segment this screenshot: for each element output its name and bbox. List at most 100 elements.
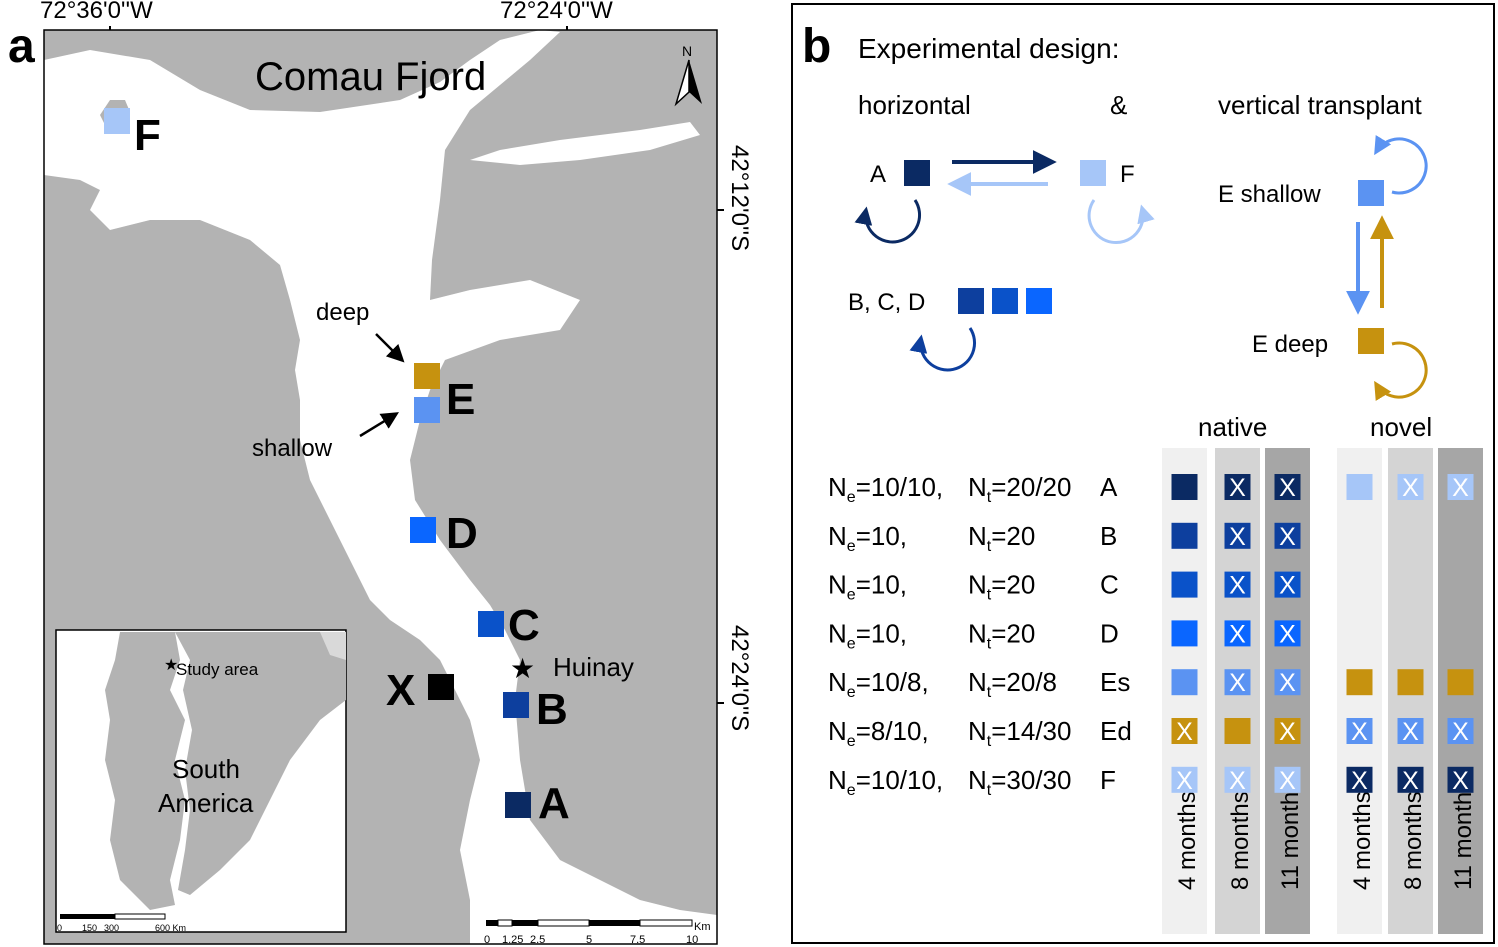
panel-b-frame [791,3,1495,944]
inset-scale-3: 600 Km [155,923,186,933]
inset-scale-2: 300 [104,923,119,933]
cell-x-mark: X [1402,767,1419,795]
deep-label: deep [316,299,369,326]
site-Ed-marker [414,363,440,389]
amp-label: & [1110,90,1127,120]
site-C-marker [478,611,504,637]
es-loop-arrow [1374,135,1428,195]
diag-ed-label: E deep [1252,331,1328,358]
shallow-arrow [359,412,399,438]
diag-ed-square [1358,328,1384,354]
diag-f-label: F [1120,161,1135,188]
cell-square [1171,669,1198,696]
diag-es-square [1358,180,1384,206]
column-label-2: 11 months [1277,780,1304,890]
column-label-1: 8 months [1227,791,1254,890]
panel-a-label: a [8,20,35,73]
lat-top-label: 42°12'0''S [726,145,753,251]
scale-label-3: 5 [586,934,592,946]
cell-square [1346,718,1373,744]
cell-square [1274,522,1301,549]
cell-square [1274,669,1301,696]
cell-x-mark: X [1279,718,1296,746]
site-Es-marker [414,397,440,423]
table-columns: 4 months 8 months 11 months 4 months 8 month… [1162,448,1483,934]
cell-x-mark: X [1229,669,1246,697]
inset-continent-1: South [172,754,240,784]
column-label-3: 4 months [1349,791,1376,890]
station-star-icon: ★ [510,653,535,684]
panel-b-label: b [802,20,831,73]
cell-x-mark: X [1279,669,1296,697]
cell-square [1274,620,1301,647]
cell-x-mark: X [1229,620,1246,648]
cell-x-mark: X [1279,620,1296,648]
cell-square [1397,766,1424,793]
fjord-name: Comau Fjord [255,55,486,99]
row-site: D [1100,618,1119,648]
cell-square [1447,718,1474,744]
site-X-marker [428,674,454,700]
row-nt: Nt=20/20 [968,472,1071,506]
bcd-loop-arrow [909,327,977,372]
cell-x-mark: X [1452,474,1469,502]
scale-label-0: 0 [484,934,490,946]
row-site: A [1100,472,1118,502]
site-B-marker [503,692,529,718]
f-loop-arrow [1087,199,1155,245]
lon-left-label: 72°36'0''W [40,0,153,24]
inset-continent-2: America [158,788,254,818]
design-title: Experimental design: [858,33,1119,64]
inset-scale-0: 0 [57,923,62,933]
row-nt: Nt=14/30 [968,716,1071,750]
row-site: C [1100,570,1119,600]
row-nt: Nt=30/30 [968,765,1071,799]
cell-x-mark: X [1176,718,1193,746]
site-D-marker [410,517,436,543]
map-frame [43,29,718,945]
cell-x-mark: X [1452,718,1469,746]
site-F-marker [104,108,130,134]
cell-x-mark: X [1402,718,1419,746]
panel-a: a 72°36'0''W 72°24'0''W 42°12'0''S 42°24… [8,0,753,946]
column-label-5: 11 months [1450,780,1477,890]
site-A-marker [505,792,531,818]
site-X-label: X [386,666,415,715]
vertical-label: vertical transplant [1218,90,1423,120]
row-ne: Ne=10, [828,570,907,604]
row-ne: Ne=10/8, [828,667,929,701]
cell-square [1447,766,1474,793]
cell-x-mark: X [1351,718,1368,746]
column-label-4: 8 months [1400,791,1427,890]
cell-x-mark: X [1452,767,1469,795]
row-nt: Nt=20 [968,618,1035,652]
row-site: Es [1100,667,1130,697]
cell-square [1274,718,1301,744]
row-nt: Nt=20 [968,570,1035,604]
novel-header: novel [1370,412,1432,442]
a-loop-arrow [854,199,922,244]
site-F-label: F [134,111,161,160]
diag-bcd-label: B, C, D [848,289,925,316]
cell-square [1224,669,1251,696]
cell-x-mark: X [1279,572,1296,600]
scale-label-2: 2.5 [530,934,545,946]
diag-b-square [958,288,984,314]
cell-square [1346,766,1373,793]
scale-label-1: 1.25 [502,934,523,946]
column-label-0: 4 months [1174,791,1201,890]
cell-square [1224,474,1251,500]
cell-x-mark: X [1279,474,1296,502]
inset-map: ★ Study area South America 0 150 300 600… [55,629,347,933]
cell-square [1274,474,1301,500]
inset-star-icon: ★ [164,657,178,674]
row-nt: Nt=20 [968,521,1035,555]
diag-f-square [1080,160,1106,186]
panel-b: b Experimental design: horizontal & vert… [791,3,1495,944]
native-header: native [1198,412,1267,442]
cell-square [1447,474,1474,500]
